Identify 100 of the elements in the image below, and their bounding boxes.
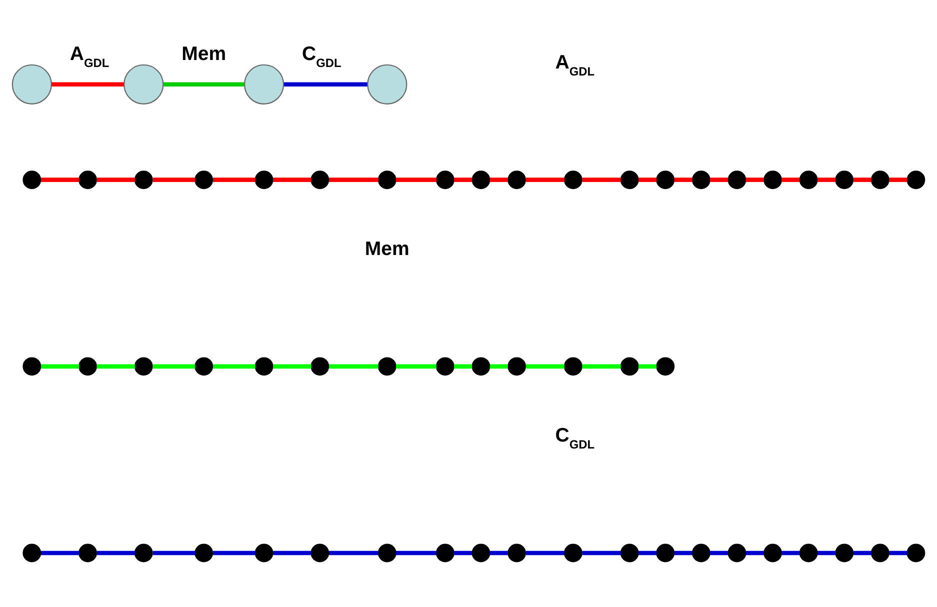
node-circle [134, 357, 153, 376]
node-circle [254, 544, 274, 562]
connector [710, 550, 728, 556]
node-circle [367, 64, 408, 104]
node-circle [799, 170, 818, 190]
connector [212, 364, 256, 369]
connector [40, 550, 80, 556]
connector [40, 178, 80, 182]
node-circle [508, 357, 526, 376]
node-circle [22, 357, 42, 376]
node-circle [194, 544, 214, 562]
connector [638, 364, 657, 369]
connector [273, 364, 312, 369]
node-circle [244, 64, 284, 104]
connector [490, 178, 508, 182]
node-circle [194, 170, 214, 190]
connector [490, 550, 508, 556]
node-circle [310, 357, 330, 376]
node-circle [835, 544, 854, 562]
connector [889, 178, 908, 182]
node-circle [870, 170, 890, 190]
connector [396, 364, 436, 369]
node-circle [436, 357, 454, 376]
connector [96, 178, 135, 182]
connector [889, 550, 908, 556]
node-circle [564, 170, 582, 190]
connector [582, 178, 621, 182]
node-circle [564, 544, 582, 562]
connector [40, 364, 80, 369]
connector [710, 178, 728, 182]
node-circle [656, 544, 675, 562]
node-circle [310, 170, 330, 190]
connector [454, 364, 472, 369]
node-circle [378, 170, 396, 190]
node-circle [728, 170, 746, 190]
node-circle [692, 170, 710, 190]
edge-label: Mem [182, 42, 226, 65]
connector [284, 82, 368, 87]
node-circle [436, 544, 454, 562]
node-circle [12, 64, 52, 104]
connector [328, 178, 378, 182]
connector [454, 178, 472, 182]
connector [638, 550, 657, 556]
connector [328, 550, 378, 556]
edge-label: C$_{GDL}$ [302, 42, 342, 70]
connector [212, 550, 256, 556]
connector [328, 364, 378, 369]
connector [638, 178, 657, 182]
node-circle [472, 544, 490, 562]
label: Mem [364, 238, 410, 260]
node-circle [620, 170, 639, 190]
node-circle [310, 544, 330, 562]
node-circle [799, 544, 818, 562]
connector [396, 550, 436, 556]
node-circle [134, 170, 153, 190]
connector [490, 364, 508, 369]
connector [674, 550, 692, 556]
connector [853, 178, 872, 182]
node-circle [656, 170, 675, 190]
node-circle [378, 357, 396, 376]
connector [96, 364, 135, 369]
connector [152, 550, 196, 556]
connector [817, 550, 836, 556]
node-circle [764, 544, 782, 562]
node-circle [728, 544, 746, 562]
connector [526, 364, 564, 369]
label: C$_{GDL}$ [555, 424, 595, 452]
edge-label: A$_{GDL}$ [70, 42, 110, 70]
node-circle [254, 357, 274, 376]
node-circle [508, 170, 526, 190]
node-circle [436, 170, 454, 190]
node-circle [764, 170, 782, 190]
connector [526, 550, 564, 556]
node-circle [22, 544, 42, 562]
connector [674, 178, 692, 182]
connector [273, 550, 312, 556]
label: A$_{GDL}$ [555, 52, 595, 79]
node-circle [472, 170, 490, 190]
node-circle [508, 544, 526, 562]
connector [746, 550, 764, 556]
connector [454, 550, 472, 556]
connector [582, 550, 621, 556]
connector [817, 178, 836, 182]
node-circle [78, 357, 97, 376]
connector [746, 178, 764, 182]
connector [163, 82, 244, 87]
node-circle [78, 544, 97, 562]
node-circle [254, 170, 274, 190]
node-circle [620, 544, 639, 562]
node-circle [870, 544, 890, 562]
node-circle [472, 357, 490, 376]
connector [526, 178, 564, 182]
connector [396, 178, 436, 182]
connector [582, 364, 621, 369]
node-circle [78, 170, 97, 190]
node-circle [194, 357, 214, 376]
node-circle [22, 170, 42, 190]
connector [782, 178, 800, 182]
connector [152, 178, 196, 182]
node-circle [692, 544, 710, 562]
